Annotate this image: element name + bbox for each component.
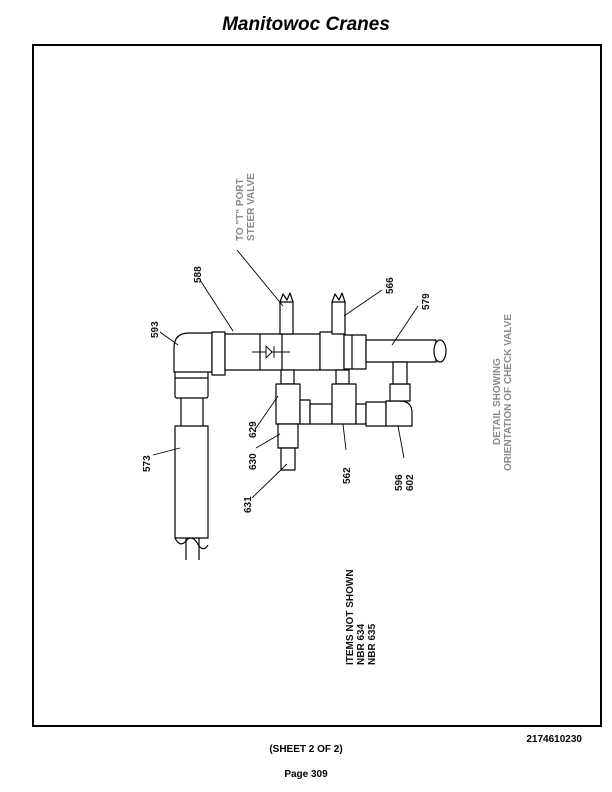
connector-right [355, 401, 387, 427]
leader-lines [152, 249, 419, 499]
callout-602: 602 [405, 474, 416, 491]
fitting-562 [331, 369, 357, 425]
note-detail-line2: ORIENTATION OF CHECK VALVE [503, 314, 514, 471]
callout-579: 579 [421, 293, 432, 310]
callout-588: 588 [193, 266, 204, 283]
callout-631: 631 [243, 496, 254, 513]
callout-596: 596 [394, 474, 405, 491]
callout-562: 562 [342, 467, 353, 484]
hose-fitting-upper [174, 369, 209, 399]
note-steer-port-line1: TO "T" PORT [235, 178, 246, 241]
fitting-630 [277, 423, 299, 449]
elbow-596-602 [385, 361, 413, 427]
hose-573 [174, 395, 209, 560]
fitting-631 [280, 447, 296, 471]
elbow-593 [173, 332, 213, 373]
fitting-629 [275, 369, 301, 425]
callout-566: 566 [385, 277, 396, 294]
sheet-label: (SHEET 2 OF 2) [269, 744, 343, 755]
note-items-not-shown: ITEMS NOT SHOWN NBR 634 NBR 635 [345, 569, 378, 665]
note-detail-line1: DETAIL SHOWING [492, 358, 503, 445]
callout-629: 629 [248, 421, 259, 438]
connector-nut [299, 399, 333, 425]
note-items-line1: ITEMS NOT SHOWN [345, 569, 356, 665]
pipe-566 [331, 292, 346, 335]
note-steer-port-line2: STEER VALVE [246, 173, 257, 241]
note-items-line2: NBR 634 [356, 623, 367, 665]
callout-573: 573 [142, 455, 153, 472]
manifold-588 [211, 331, 367, 376]
pipe-to-steer-valve [279, 292, 294, 335]
drawing-number: 2174610230 [526, 734, 582, 745]
note-detail: DETAIL SHOWING ORIENTATION OF CHECK VALV… [492, 314, 514, 471]
callout-593: 593 [150, 321, 161, 338]
page-number: Page 309 [284, 769, 328, 780]
page-header-title: Manitowoc Cranes [222, 14, 390, 35]
note-steer-port: TO "T" PORT STEER VALVE [235, 173, 257, 241]
note-items-line3: NBR 635 [367, 623, 378, 665]
callout-630: 630 [248, 453, 259, 470]
check-valve-symbol [252, 345, 290, 359]
drawing-frame [32, 44, 602, 727]
tube-579 [365, 339, 447, 363]
